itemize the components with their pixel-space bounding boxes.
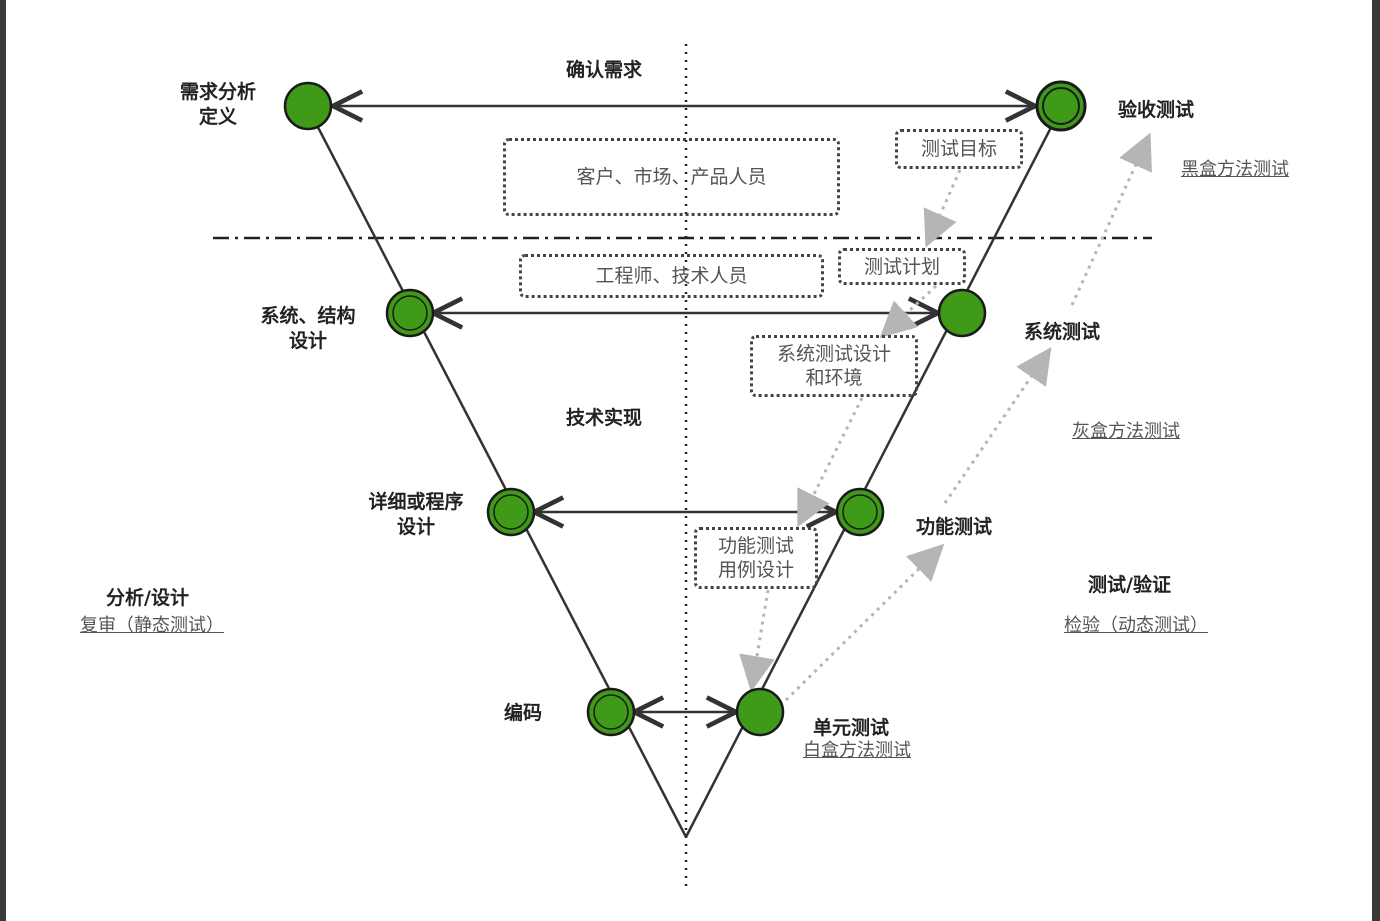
tech-realization-label: 技术实现 — [566, 407, 643, 429]
engineer-group-label: 工程师、技术人员 — [595, 265, 748, 287]
stage-label-detail-design: 详细或程序 设计 — [356, 490, 476, 540]
dotted-arrow-plan-design — [879, 284, 938, 339]
stage-label-line2: 定义 — [198, 106, 237, 128]
black-box-method-label: 黑盒方法测试 — [1181, 159, 1289, 180]
test-goal-label: 测试目标 — [920, 138, 997, 160]
customer-group-label: 客户、市场、产品人员 — [576, 166, 767, 188]
stage-label-line1: 详细或程序 — [368, 491, 464, 513]
stage-label-line2: 设计 — [288, 330, 327, 352]
function-case-design-box: 功能测试 用例设计 — [694, 527, 818, 589]
stage-label-acceptance-test: 验收测试 — [1118, 99, 1195, 121]
function-case-design-line2: 用例设计 — [717, 559, 794, 581]
confirm-requirement-label: 确认需求 — [566, 59, 643, 81]
stage-label-system-design: 系统、结构 设计 — [250, 304, 366, 354]
stage-label-line2: 设计 — [396, 516, 435, 538]
dotted-arrow-system-acceptance — [1070, 132, 1152, 306]
system-test-design-line1: 系统测试设计 — [776, 343, 891, 365]
node-requirement-analysis — [283, 81, 333, 131]
customer-group-box: 客户、市场、产品人员 — [503, 138, 840, 216]
stage-label-coding: 编码 — [504, 702, 543, 724]
system-test-design-box: 系统测试设计 和环境 — [750, 335, 918, 397]
node-system-test — [937, 288, 987, 338]
node-unit-test — [735, 687, 785, 737]
dotted-arrow-case-unit — [739, 589, 775, 692]
node-function-test — [835, 487, 885, 537]
engineer-group-box: 工程师、技术人员 — [519, 254, 824, 298]
dotted-arrow-function-system — [943, 347, 1052, 504]
function-case-design-line1: 功能测试 — [717, 535, 794, 557]
stage-label-line1: 系统、结构 — [260, 305, 356, 327]
test-plan-label: 测试计划 — [863, 255, 940, 278]
dynamic-test-label: 检验（动态测试） — [1064, 615, 1208, 636]
static-review-label: 复审（静态测试） — [80, 615, 224, 636]
test-goal-box: 测试目标 — [895, 129, 1023, 169]
system-test-design-line2: 和环境 — [805, 367, 863, 389]
grey-box-method-label: 灰盒方法测试 — [1072, 421, 1180, 442]
stage-label-system-test: 系统测试 — [1024, 321, 1101, 343]
test-verify-title: 测试/验证 — [1088, 574, 1171, 596]
node-coding — [586, 687, 636, 737]
white-box-method-label: 白盒方法测试 — [803, 740, 911, 761]
stage-label-function-test: 功能测试 — [916, 516, 993, 538]
node-detail-design — [486, 487, 536, 537]
dotted-arrow-goal-plan — [923, 169, 962, 248]
node-system-design — [385, 288, 435, 338]
node-acceptance-test — [1035, 80, 1087, 132]
analysis-design-title: 分析/设计 — [106, 587, 189, 609]
stage-label-line1: 需求分析 — [179, 81, 256, 103]
stage-label-requirement: 需求分析 定义 — [170, 80, 266, 130]
test-plan-box: 测试计划 — [838, 248, 966, 285]
stage-label-unit-test: 单元测试 — [813, 717, 890, 739]
